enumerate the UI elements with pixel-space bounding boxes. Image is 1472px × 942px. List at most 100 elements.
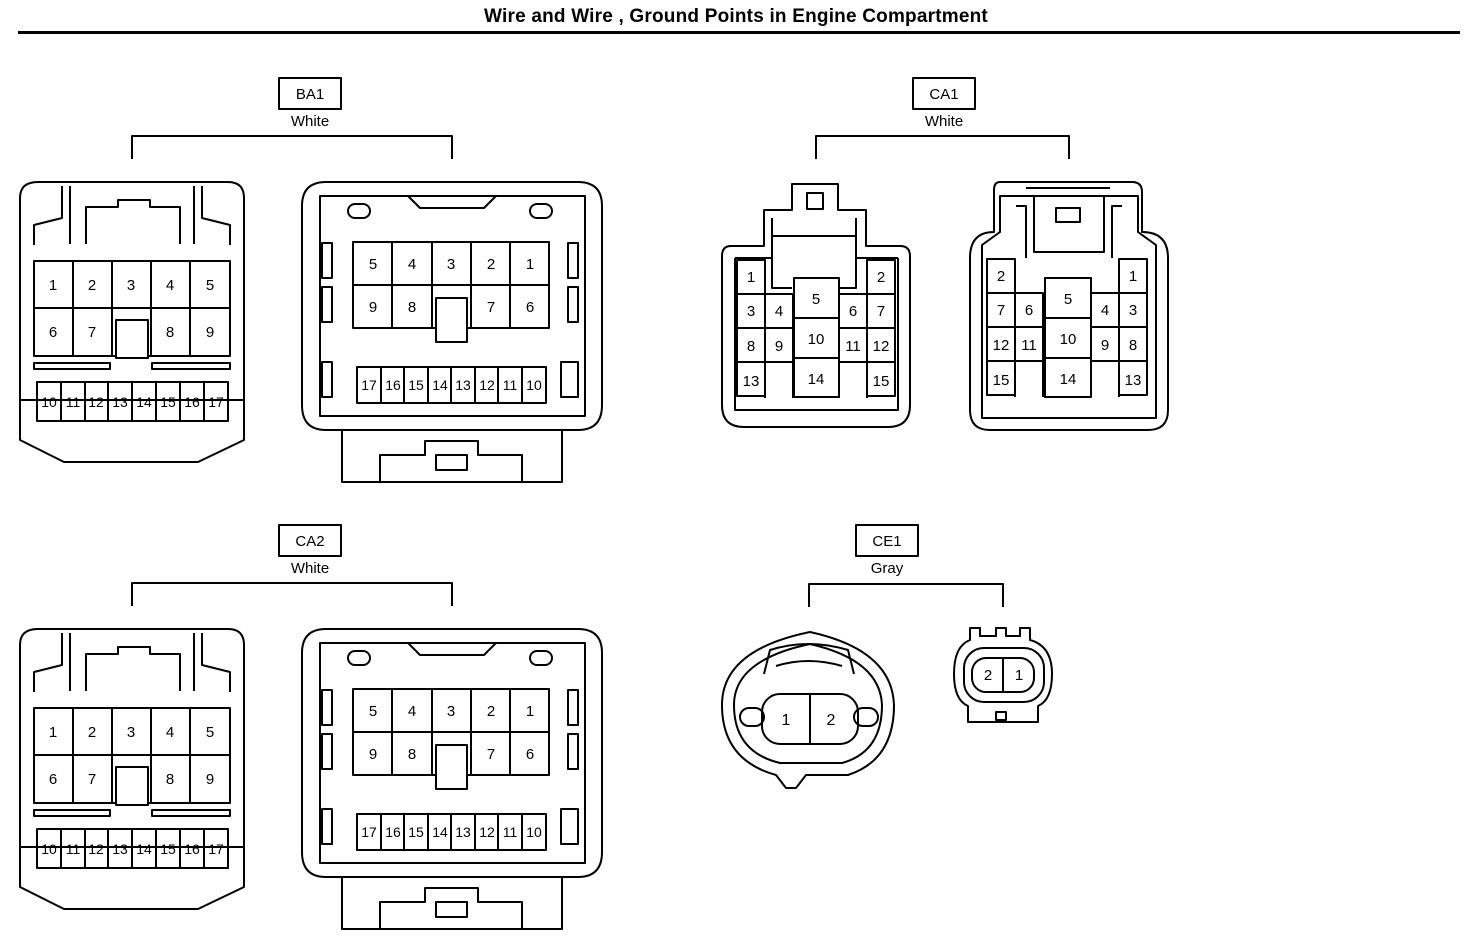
bracket [808, 583, 1004, 607]
pin: 8 [747, 338, 755, 355]
pin: 4 [408, 703, 416, 720]
pin: 3 [127, 724, 135, 741]
pin: 10 [41, 841, 57, 857]
pin: 7 [487, 746, 495, 763]
pin: 12 [479, 377, 495, 393]
pin: 4 [166, 277, 174, 294]
pin: 12 [88, 394, 104, 410]
pin: 4 [775, 303, 783, 320]
pin: 17 [208, 841, 224, 857]
pin: 10 [526, 824, 542, 840]
male-connector: 5 4 3 2 1 9 8 7 6 17 16 15 14 13 12 11 1… [301, 628, 603, 930]
pin: 10 [526, 377, 542, 393]
pin: 3 [127, 277, 135, 294]
pin: 5 [206, 724, 214, 741]
connector-id-box [855, 524, 919, 557]
connector-ba1: BA1 White 1 2 3 4 5 6 7 [19, 77, 603, 483]
pin: 1 [747, 269, 755, 286]
pin: 12 [873, 338, 890, 355]
female-connector: 1 2 3 4 5 6 7 8 9 10 11 12 13 14 15 [721, 183, 911, 428]
connector-id: CE1 [872, 533, 901, 550]
pin: 10 [1060, 331, 1077, 348]
pin: 14 [136, 394, 152, 410]
pin: 13 [112, 394, 128, 410]
pin: 10 [41, 394, 57, 410]
pin: 11 [66, 394, 81, 410]
pin: 2 [88, 724, 96, 741]
male-connector: 5 4 3 2 1 9 8 7 6 17 16 15 14 13 12 11 1… [301, 181, 603, 483]
pin: 5 [369, 703, 377, 720]
pin: 17 [361, 824, 377, 840]
pin: 5 [206, 277, 214, 294]
connector-color: Gray [871, 560, 904, 577]
pin: 4 [408, 256, 416, 273]
pin: 12 [479, 824, 495, 840]
pin: 11 [1021, 337, 1037, 354]
pin: 8 [166, 324, 174, 341]
connector-id: BA1 [296, 86, 324, 103]
pin: 1 [1015, 667, 1023, 684]
pin: 3 [447, 703, 455, 720]
pin: 9 [775, 338, 783, 355]
pin: 7 [997, 302, 1005, 319]
pin: 2 [827, 712, 836, 729]
pin: 1 [526, 703, 534, 720]
bracket [131, 135, 453, 159]
female-connector: 1 2 [721, 631, 895, 789]
title-rule [18, 31, 1460, 34]
pin: 13 [455, 377, 471, 393]
pin: 14 [1060, 371, 1077, 388]
pin: 2 [88, 277, 96, 294]
pin: 7 [877, 303, 885, 320]
pin: 7 [88, 324, 96, 341]
pin: 13 [1125, 372, 1142, 389]
pin: 13 [112, 841, 128, 857]
pin: 17 [208, 394, 224, 410]
pin: 10 [808, 331, 825, 348]
pin: 2 [877, 269, 885, 286]
pin: 1 [1129, 268, 1137, 285]
bracket [131, 582, 453, 606]
pin: 16 [385, 824, 401, 840]
pin: 3 [447, 256, 455, 273]
pin: 9 [206, 324, 214, 341]
pin: 5 [369, 256, 377, 273]
connector-id-box [278, 77, 342, 110]
pin: 2 [984, 667, 992, 684]
connector-ca1: CA1 White 1 2 3 4 [721, 77, 1169, 431]
pin: 8 [166, 771, 174, 788]
connector-color: White [925, 113, 963, 130]
connector-ce1: CE1 Gray 1 2 2 1 [721, 524, 1053, 789]
pin: 15 [408, 824, 424, 840]
pin: 2 [487, 256, 495, 273]
connector-id-box [278, 524, 342, 557]
pin: 1 [526, 256, 534, 273]
pin: 6 [526, 299, 534, 316]
connector-color: White [291, 113, 329, 130]
pin: 15 [160, 394, 176, 410]
pin: 3 [747, 303, 755, 320]
pin: 15 [408, 377, 424, 393]
pin: 7 [88, 771, 96, 788]
pin: 11 [503, 824, 518, 840]
pin: 1 [49, 724, 57, 741]
pin: 6 [49, 324, 57, 341]
pin: 8 [1129, 337, 1137, 354]
connector-color: White [291, 560, 329, 577]
pin: 16 [184, 394, 200, 410]
pin: 1 [782, 712, 791, 729]
pin: 13 [743, 373, 760, 390]
pin: 1 [49, 277, 57, 294]
connector-ca2: CA2 White 1 2 3 4 5 6 7 [19, 524, 603, 930]
pin: 11 [845, 338, 861, 355]
pin: 14 [808, 371, 825, 388]
male-connector: 2 1 [953, 627, 1053, 723]
pin: 6 [849, 303, 857, 320]
pin: 6 [1025, 302, 1033, 319]
connector-id: CA1 [929, 86, 958, 103]
pin: 12 [88, 841, 104, 857]
pin: 2 [487, 703, 495, 720]
pin: 14 [136, 841, 152, 857]
pin: 8 [408, 746, 416, 763]
